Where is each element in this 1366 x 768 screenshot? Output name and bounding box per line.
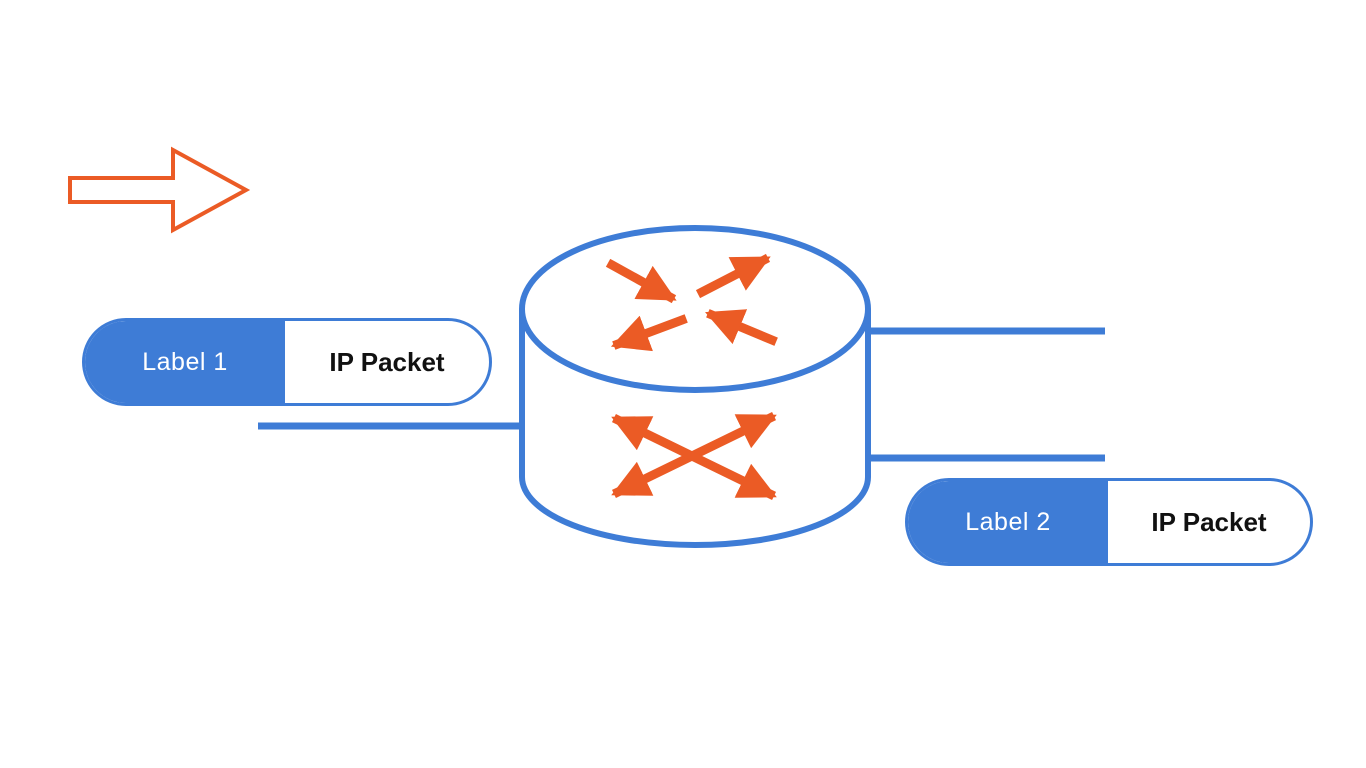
flow-direction-arrow-icon [68,146,251,234]
packet-right-payload-segment: IP Packet [1151,506,1267,537]
packet-right-label-segment: Label 2 [908,481,1108,563]
mpls-packet-right: Label 2 IP Packet [905,478,1313,566]
router-cylinder-icon [519,225,871,548]
switching-arrows-icon [611,411,777,501]
packet-left-payload-segment: IP Packet [329,346,445,377]
mpls-packet-left: Label 1 IP Packet [82,318,492,406]
packet-left-label-segment: Label 1 [85,321,285,403]
routing-arrows-icon [605,253,778,352]
router-cylinder-top [519,225,871,393]
